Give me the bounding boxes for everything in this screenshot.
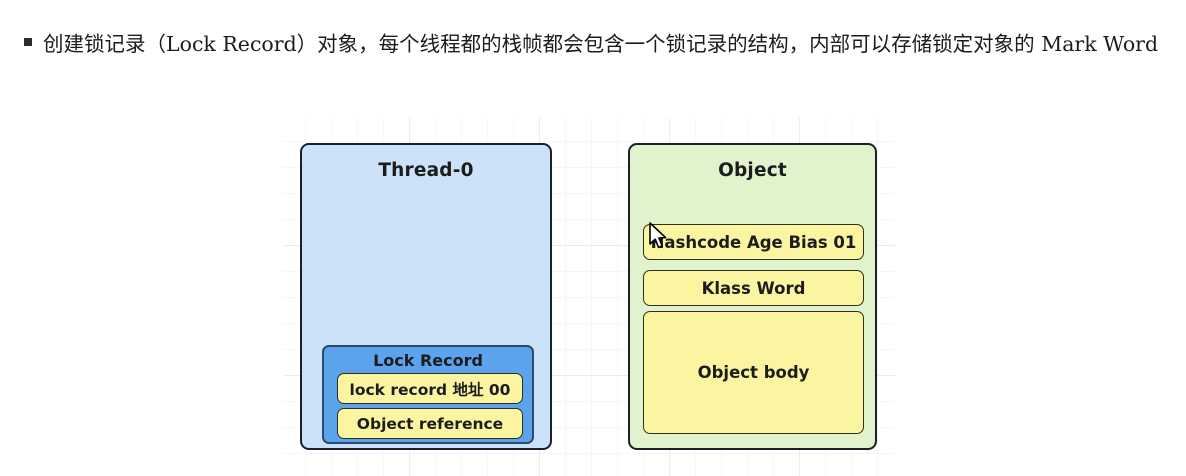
object-box-title: Object — [718, 160, 787, 181]
lock-record-slot-address[interactable]: lock record 地址 00 — [337, 373, 523, 404]
note-paragraph: 创建锁记录（Lock Record）对象，每个线程都的栈帧都会包含一个锁记录的结… — [24, 26, 1174, 62]
object-slot-mark-word[interactable]: Hashcode Age Bias 01 — [643, 224, 864, 260]
diagram-canvas: Thread-0 Lock Record lock record 地址 00 O… — [283, 118, 895, 476]
lock-record-title: Lock Record — [373, 351, 483, 370]
lock-record-slot-object-reference[interactable]: Object reference — [337, 408, 523, 439]
object-slot-klass-word[interactable]: Klass Word — [643, 270, 864, 306]
thread-box[interactable]: Thread-0 Lock Record lock record 地址 00 O… — [300, 143, 552, 450]
object-box[interactable]: Object Hashcode Age Bias 01 Klass Word O… — [628, 143, 877, 450]
thread-box-title: Thread-0 — [378, 160, 474, 181]
note-text: 创建锁记录（Lock Record）对象，每个线程都的栈帧都会包含一个锁记录的结… — [43, 32, 1159, 56]
object-slot-object-body[interactable]: Object body — [643, 311, 864, 434]
square-bullet-icon — [24, 38, 32, 46]
lock-record-box[interactable]: Lock Record lock record 地址 00 Object ref… — [322, 345, 534, 444]
